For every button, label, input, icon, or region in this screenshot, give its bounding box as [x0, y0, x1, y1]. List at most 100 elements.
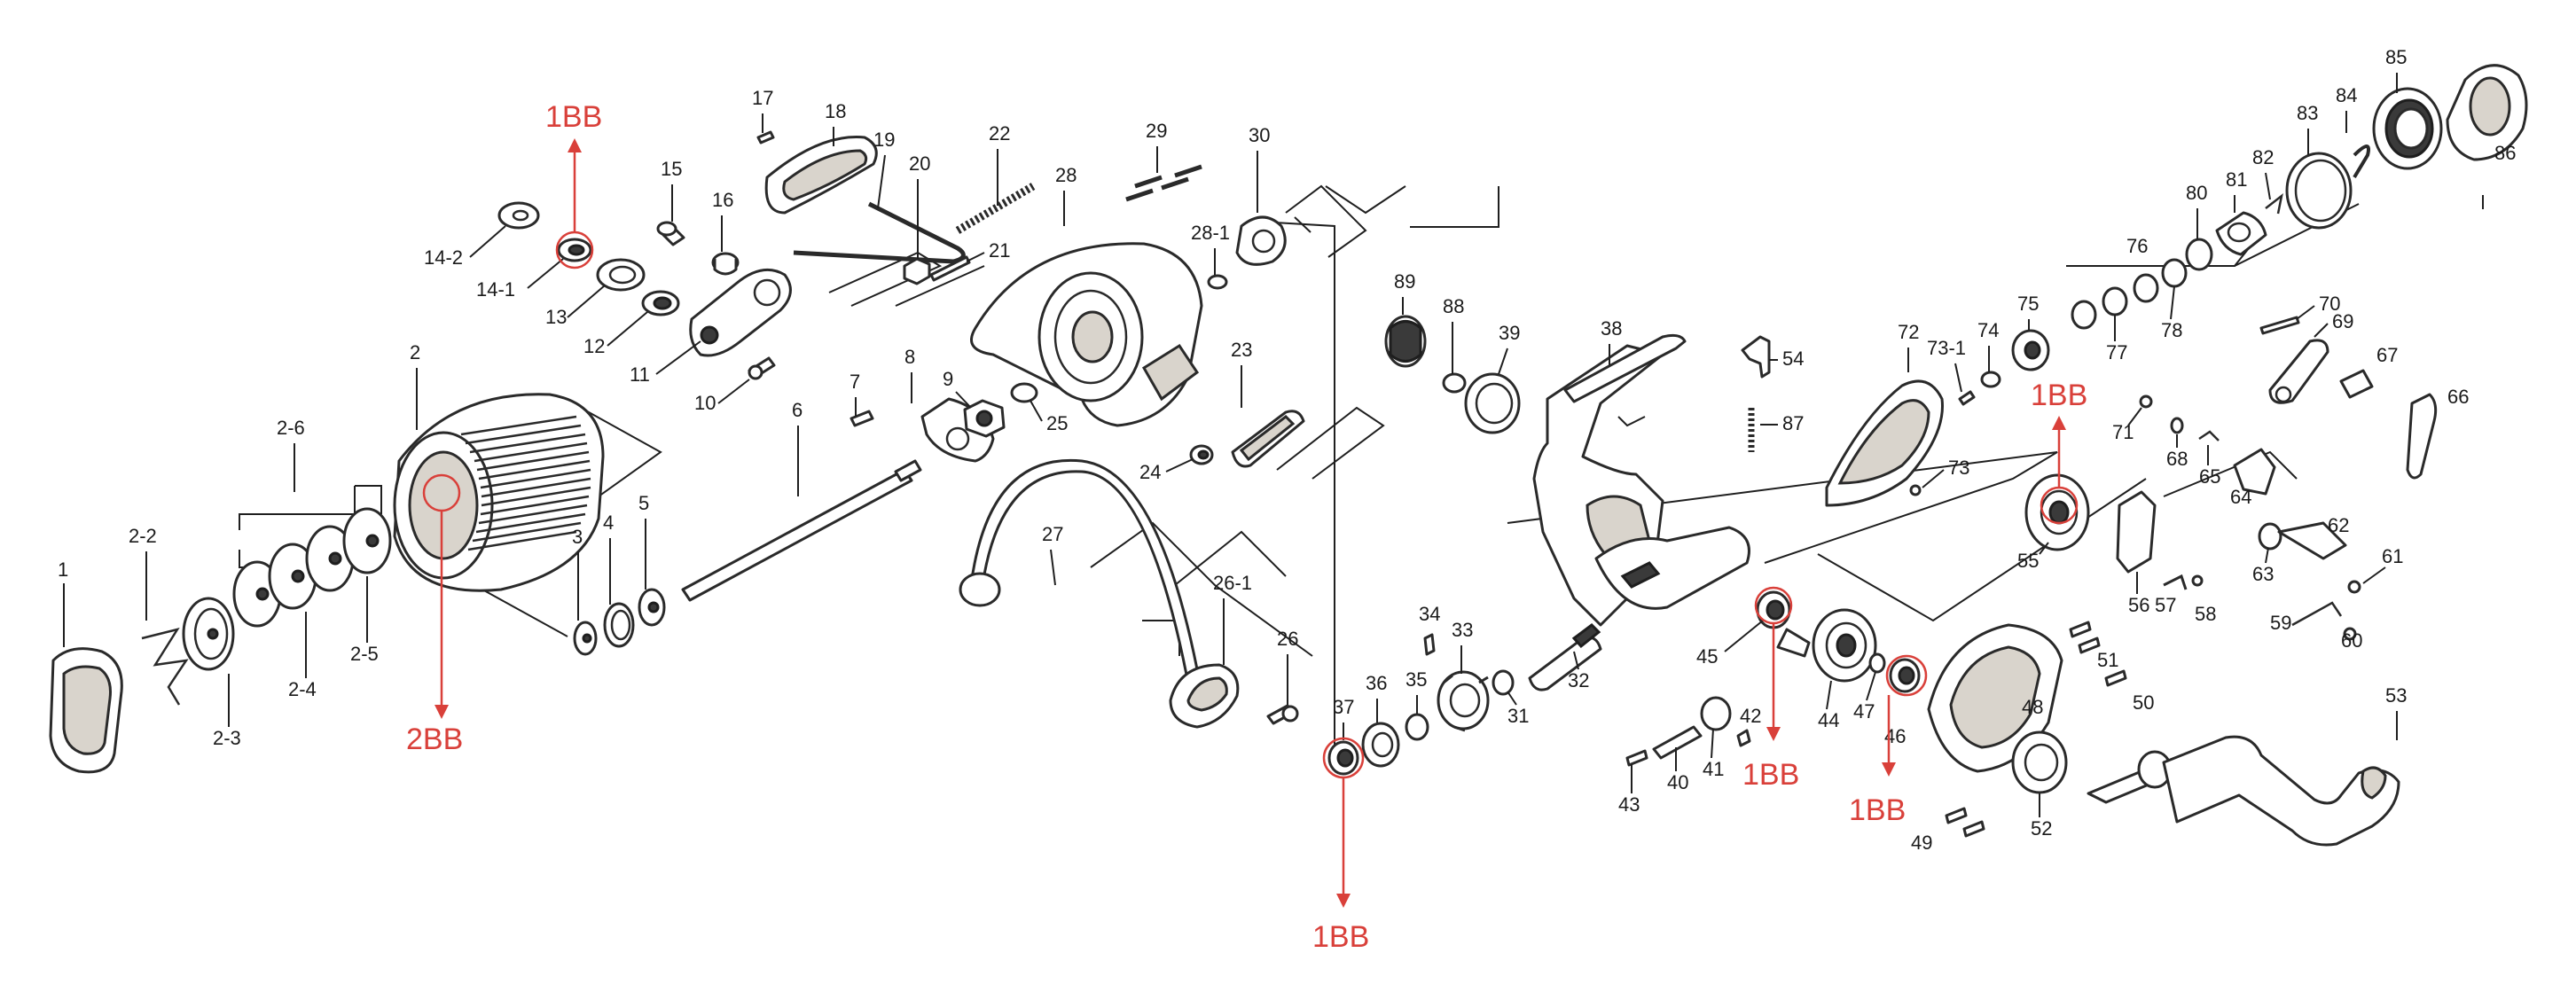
label-81: 81 — [2226, 168, 2247, 191]
part-26-1-knob: 26-1 — [1169, 572, 1252, 729]
part-75-gear: 75 — [2011, 293, 2050, 371]
part-59-60-spring: 59 60 — [2270, 601, 2362, 652]
label-39: 39 — [1499, 322, 1520, 344]
label-57: 57 — [2155, 594, 2176, 616]
label-9: 9 — [943, 368, 953, 390]
label-51: 51 — [2097, 649, 2118, 671]
part-38-reel-body: 38 — [1532, 317, 1750, 627]
label-3: 3 — [572, 526, 583, 548]
part-15-screw: 15 — [656, 158, 685, 246]
part-57-58-spring: 57 58 — [2155, 574, 2216, 625]
bb-label-body-right: 1BB — [1849, 793, 1906, 827]
label-2: 2 — [410, 341, 420, 363]
label-2-4: 2-4 — [288, 678, 317, 700]
label-17: 17 — [752, 87, 773, 109]
label-67: 67 — [2376, 344, 2398, 366]
part-67-clip: 67 — [2339, 344, 2398, 399]
label-83: 83 — [2297, 102, 2318, 124]
label-76: 76 — [2126, 235, 2148, 257]
part-62-arm: 62 — [2277, 514, 2349, 560]
part-10-screw: 10 — [694, 356, 776, 414]
label-11: 11 — [630, 363, 650, 386]
label-68: 68 — [2166, 448, 2188, 470]
label-37: 37 — [1333, 696, 1354, 718]
part-12-bushing: 12 — [583, 290, 680, 357]
part-86-knob-cap: 86 — [2446, 64, 2528, 164]
label-50: 50 — [2133, 691, 2154, 714]
part-81-drive: 81 — [2215, 168, 2267, 256]
label-52: 52 — [2031, 817, 2052, 840]
part-32-pinion: 32 — [1528, 623, 1602, 691]
part-85-rear-cap: 85 — [2372, 46, 2443, 170]
label-18: 18 — [825, 100, 846, 122]
label-74: 74 — [1977, 319, 1999, 341]
label-75: 75 — [2017, 293, 2039, 315]
part-88-washer: 88 — [1442, 295, 1467, 394]
part-74-washer: 74 — [1977, 319, 2001, 388]
part-6-main-shaft: 6 — [681, 399, 922, 602]
part-3-washer: 3 — [572, 526, 598, 656]
part-56-lever: 56 — [2116, 490, 2157, 616]
part-2-6-drag-washers: 2-6 2-4 2-5 — [232, 417, 392, 700]
label-1: 1 — [58, 558, 68, 581]
part-72-side-cover: 72 — [1825, 321, 1944, 507]
label-28: 28 — [1055, 164, 1077, 186]
part-37-bearing: 37 — [1327, 696, 1359, 776]
label-46: 46 — [1884, 725, 1906, 747]
part-23-cover: 23 — [1231, 339, 1305, 468]
part-49-screws: 49 — [1911, 807, 1985, 854]
part-44-drive-gear: 44 — [1776, 608, 1877, 731]
bearing-callout-body-right: 1BB — [1849, 654, 1928, 827]
label-20: 20 — [909, 152, 930, 175]
part-63-collar: 63 — [2252, 522, 2282, 585]
label-78: 78 — [2161, 319, 2182, 341]
part-19-bail-wire: 19 — [793, 129, 966, 264]
label-24: 24 — [1139, 461, 1161, 483]
label-89: 89 — [1394, 270, 1415, 293]
part-35-washer: 35 — [1405, 668, 1429, 741]
part-54-clip: 54 — [1741, 335, 1804, 379]
label-64: 64 — [2230, 486, 2251, 508]
label-60: 60 — [2341, 629, 2362, 652]
label-44: 44 — [1818, 709, 1839, 731]
label-36: 36 — [1366, 672, 1387, 694]
label-58: 58 — [2195, 603, 2216, 625]
label-16: 16 — [712, 189, 733, 211]
part-9-nut: 9 — [943, 368, 1006, 438]
label-35: 35 — [1405, 668, 1427, 691]
label-23: 23 — [1231, 339, 1252, 361]
label-43: 43 — [1618, 793, 1640, 816]
label-73: 73 — [1948, 457, 1969, 479]
label-65: 65 — [2199, 465, 2220, 488]
label-66: 66 — [2447, 386, 2469, 408]
label-31: 31 — [1507, 705, 1529, 727]
label-77: 77 — [2106, 341, 2127, 363]
label-7: 7 — [850, 371, 860, 393]
label-14-2: 14-2 — [424, 246, 463, 269]
label-2-3: 2-3 — [213, 727, 241, 749]
label-42: 42 — [1740, 705, 1761, 727]
part-70-pin: 70 — [2259, 293, 2340, 335]
label-48: 48 — [2022, 696, 2043, 718]
bearing-callout-bottom-center: 1BB — [1312, 737, 1369, 954]
label-13: 13 — [545, 306, 567, 328]
part-16-collar: 16 — [711, 189, 740, 276]
part-64-stopper: 64 — [2230, 448, 2276, 508]
label-63: 63 — [2252, 563, 2274, 585]
part-31-washer: 31 — [1492, 669, 1529, 727]
label-15: 15 — [661, 158, 682, 180]
part-50-screw: 50 — [2104, 669, 2154, 714]
part-68-washer: 68 — [2166, 417, 2188, 470]
label-49: 49 — [1911, 832, 1932, 854]
part-26-screw: 26 — [1266, 628, 1299, 725]
label-56: 56 — [2128, 594, 2149, 616]
label-33: 33 — [1452, 619, 1473, 641]
label-47: 47 — [1853, 700, 1875, 723]
part-41-collar: 41 — [1700, 696, 1732, 780]
label-73-1: 73-1 — [1927, 337, 1966, 359]
label-21: 21 — [989, 239, 1010, 262]
part-21-pin: 21 — [929, 239, 1010, 282]
part-73-1-pin: 73-1 — [1927, 337, 1976, 406]
label-41: 41 — [1703, 758, 1724, 780]
